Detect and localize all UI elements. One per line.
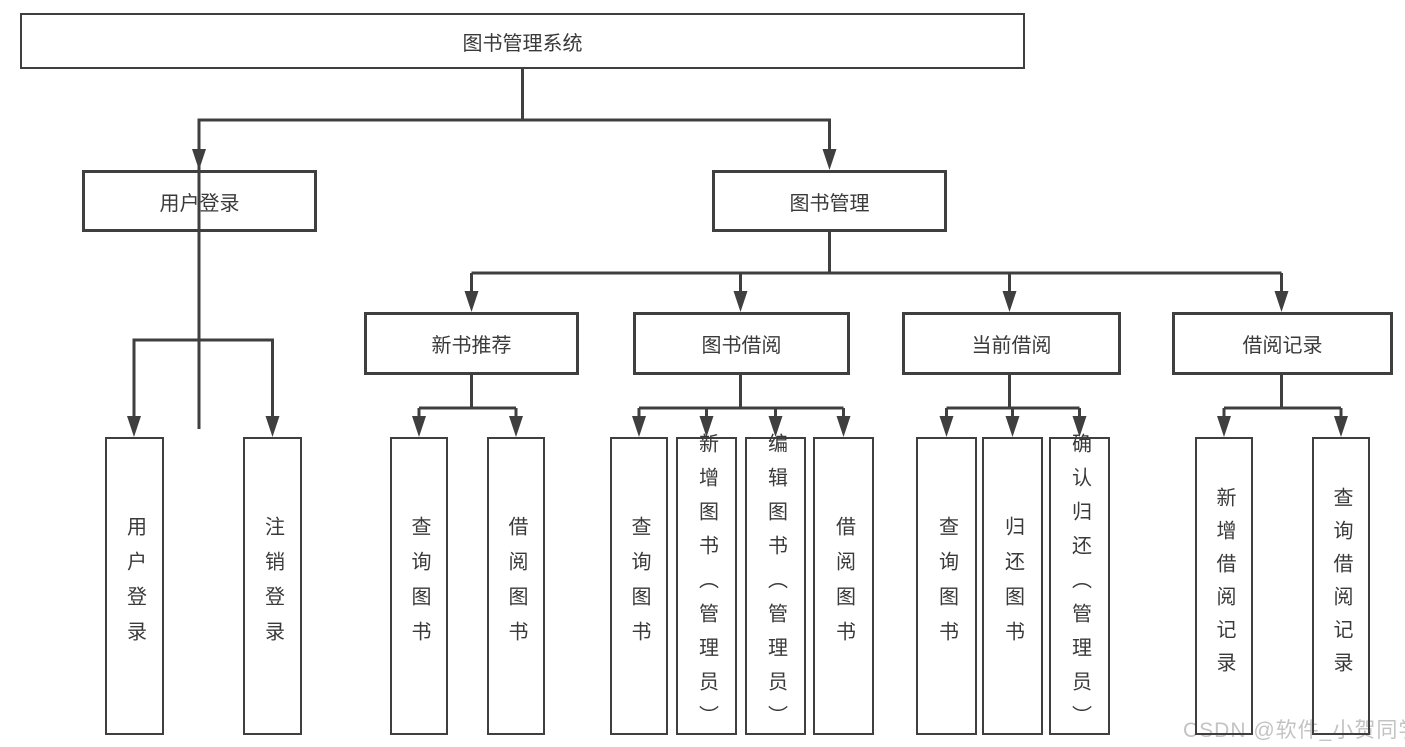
leaf-add-book-admin: 新增图书（管理员） [676,433,737,739]
leaf-borrow-books-recommend: 借阅图书 [487,437,545,735]
leaf-add-borrow-record: 新增借阅记录 [1195,437,1253,735]
node-label: 图书管理 [789,192,870,215]
node-label: 注销登录 [261,516,284,656]
node-label: 新增借阅记录 [1213,487,1235,685]
node-label: 查询借阅记录 [1330,487,1352,685]
node-new-book-recommendation: 新书推荐 [364,312,579,375]
node-label: 用户登录 [159,192,240,215]
leaf-return-books: 归还图书 [982,437,1043,735]
node-label: 确认归还（管理员） [1068,433,1091,739]
node-book-management: 图书管理 [712,170,947,232]
node-label: 查询图书 [628,516,650,656]
node-label: 查询图书 [935,516,958,656]
leaf-confirm-return-admin: 确认归还（管理员） [1049,433,1110,739]
node-label: 图书管理系统 [462,32,583,55]
leaf-edit-book-admin: 编辑图书（管理员） [745,433,806,739]
node-label: 新书推荐 [431,335,512,357]
node-library-management-system: 图书管理系统 [20,13,1025,69]
node-label: 借阅记录 [1242,335,1323,357]
node-label: 当前借阅 [971,335,1052,357]
node-label: 新增图书（管理员） [695,433,718,739]
node-label: 查询图书 [408,516,430,656]
leaf-query-books-current: 查询图书 [916,437,977,735]
leaf-query-books-recommend: 查询图书 [390,437,448,735]
node-label: 归还图书 [1001,516,1024,656]
node-book-borrowing: 图书借阅 [633,312,850,375]
leaf-user-login: 用户登录 [105,437,164,735]
node-current-borrowing: 当前借阅 [902,312,1121,375]
leaf-query-books-borrow: 查询图书 [610,437,668,735]
node-user-login: 用户登录 [82,170,317,232]
leaf-borrow-books: 借阅图书 [813,437,874,735]
node-label: 用户登录 [123,516,146,656]
node-label: 借阅图书 [505,516,527,656]
leaf-query-borrow-record: 查询借阅记录 [1312,437,1370,735]
leaf-logout: 注销登录 [243,437,302,735]
node-label: 编辑图书（管理员） [764,433,787,739]
node-label: 图书借阅 [701,335,782,357]
node-label: 借阅图书 [832,516,855,656]
node-borrowing-records: 借阅记录 [1172,312,1393,375]
